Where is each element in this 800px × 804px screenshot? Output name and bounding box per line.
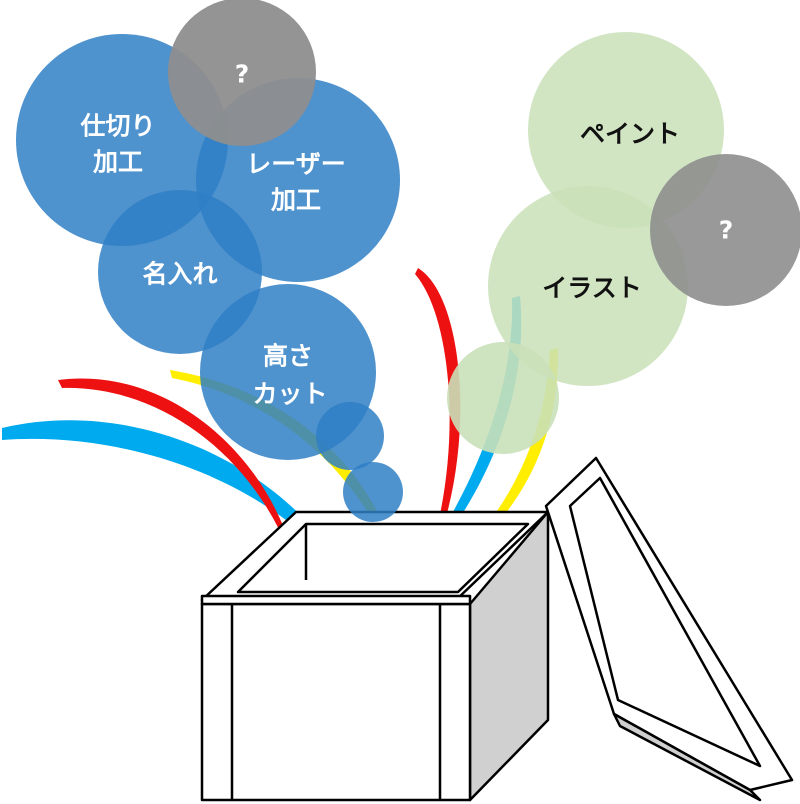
box-front-rim xyxy=(200,594,472,606)
lid-side xyxy=(612,712,762,802)
bubble-illust xyxy=(488,186,688,386)
box-front xyxy=(200,602,472,802)
box-opening xyxy=(236,522,530,594)
design-bubbles: ペイント イラスト ? xyxy=(447,32,800,454)
illust-label: イラスト xyxy=(542,274,642,303)
laser-label-line1: レーザー xyxy=(246,150,346,179)
bubble-name xyxy=(98,190,262,354)
height-cut-label-line1: 高さ xyxy=(263,342,313,371)
bubble-small-blue-2 xyxy=(343,462,403,522)
box-lid xyxy=(544,456,794,802)
lid-top xyxy=(544,456,794,792)
partition-label-line1: 仕切り xyxy=(79,112,155,141)
bubble-small-green xyxy=(447,342,559,454)
ribbon-red-center xyxy=(415,268,461,582)
processing-unknown-label: ? xyxy=(235,60,250,89)
partition-label-line2: 加工 xyxy=(92,148,143,177)
height-cut-label-line2: カット xyxy=(252,380,327,409)
bubble-design-unknown xyxy=(650,154,800,306)
lid-inner xyxy=(568,476,762,768)
bubble-processing-unknown xyxy=(168,0,316,146)
bubble-small-blue-1 xyxy=(316,402,384,470)
open-box xyxy=(200,510,550,802)
design-unknown-label: ? xyxy=(719,216,734,245)
paint-label: ペイント xyxy=(580,120,680,149)
processing-bubbles: 仕切り 加工 レーザー 加工 名入れ 高さ カット ? xyxy=(16,0,403,522)
ribbon-yellow-right xyxy=(442,348,559,572)
laser-label-line2: 加工 xyxy=(270,186,321,215)
ribbon-blue-left xyxy=(2,420,358,596)
ribbon-red-left xyxy=(58,378,300,585)
name-label: 名入れ xyxy=(142,260,217,289)
